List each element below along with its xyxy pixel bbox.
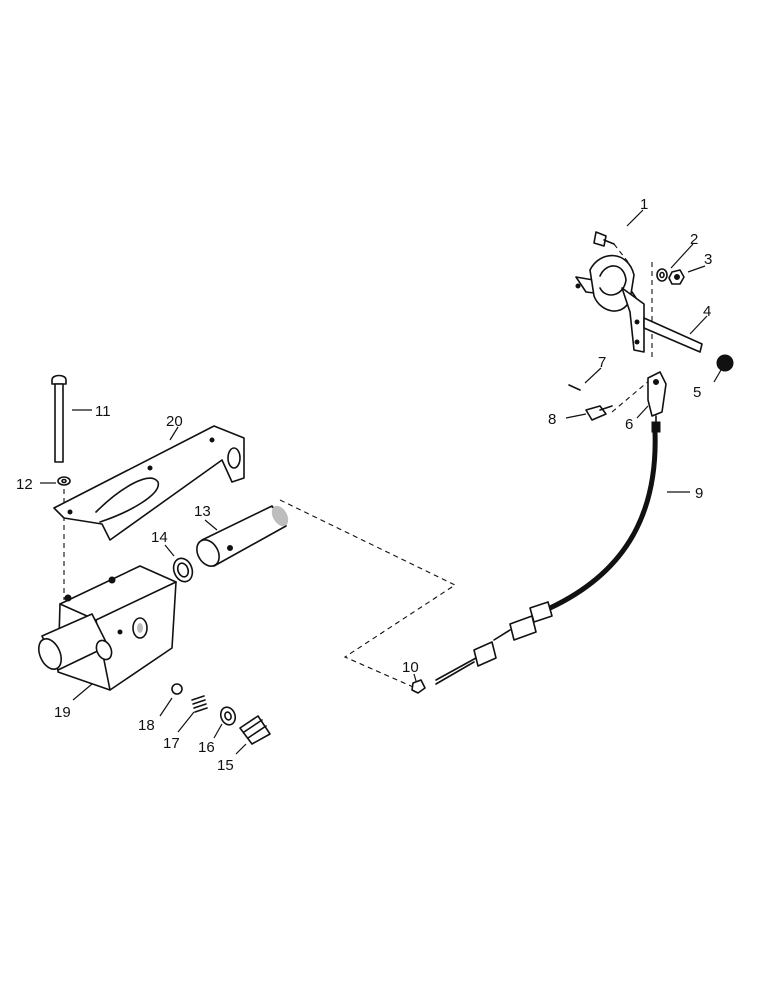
part-15-plug-bolt [239, 715, 271, 745]
leader-lines [40, 209, 722, 755]
callout-8: 8 [548, 411, 556, 428]
part-8-clevis-pin [585, 405, 613, 421]
callout-6: 6 [625, 416, 633, 433]
part-13-sleeve [196, 505, 289, 567]
callout-13: 13 [194, 503, 211, 520]
part-20-mounting-bracket [53, 425, 245, 541]
part-3-nut [668, 269, 685, 285]
part-17-spring [191, 695, 208, 713]
callout-10: 10 [402, 659, 419, 676]
callout-9: 9 [695, 485, 703, 502]
callout-5: 5 [693, 384, 701, 401]
part-1-bolt [593, 231, 615, 247]
part-10-nut [411, 679, 426, 694]
part-19-valve-body [37, 565, 177, 691]
assembly-lines [63, 243, 653, 691]
callout-7: 7 [598, 354, 606, 371]
callout-12: 12 [16, 476, 33, 493]
callout-3: 3 [704, 251, 712, 268]
callout-14: 14 [151, 529, 168, 546]
callout-19: 19 [54, 704, 71, 721]
part-11-pin [51, 374, 67, 463]
part-4-control-lever [575, 254, 703, 353]
callout-4: 4 [703, 303, 711, 320]
callout-11: 11 [95, 403, 111, 420]
part-6-clevis [647, 371, 667, 433]
part-2-washer [656, 268, 668, 282]
callout-18: 18 [138, 717, 155, 734]
callout-16: 16 [198, 739, 215, 756]
callout-2: 2 [690, 231, 698, 248]
callout-17: 17 [163, 735, 180, 752]
callout-1: 1 [640, 196, 648, 213]
callout-labels: 1 2 3 4 5 6 7 8 9 10 11 12 13 14 15 16 1… [16, 196, 712, 774]
part-7-cotter-pin [568, 384, 581, 391]
part-12-washer [57, 476, 71, 486]
part-16-washer [219, 706, 237, 726]
part-18-ball [171, 683, 183, 695]
part-14-seal-ring [172, 557, 194, 583]
callout-15: 15 [217, 757, 234, 774]
callout-20: 20 [166, 413, 183, 430]
part-5-knob [716, 354, 734, 372]
part-9-control-cable [435, 429, 658, 685]
